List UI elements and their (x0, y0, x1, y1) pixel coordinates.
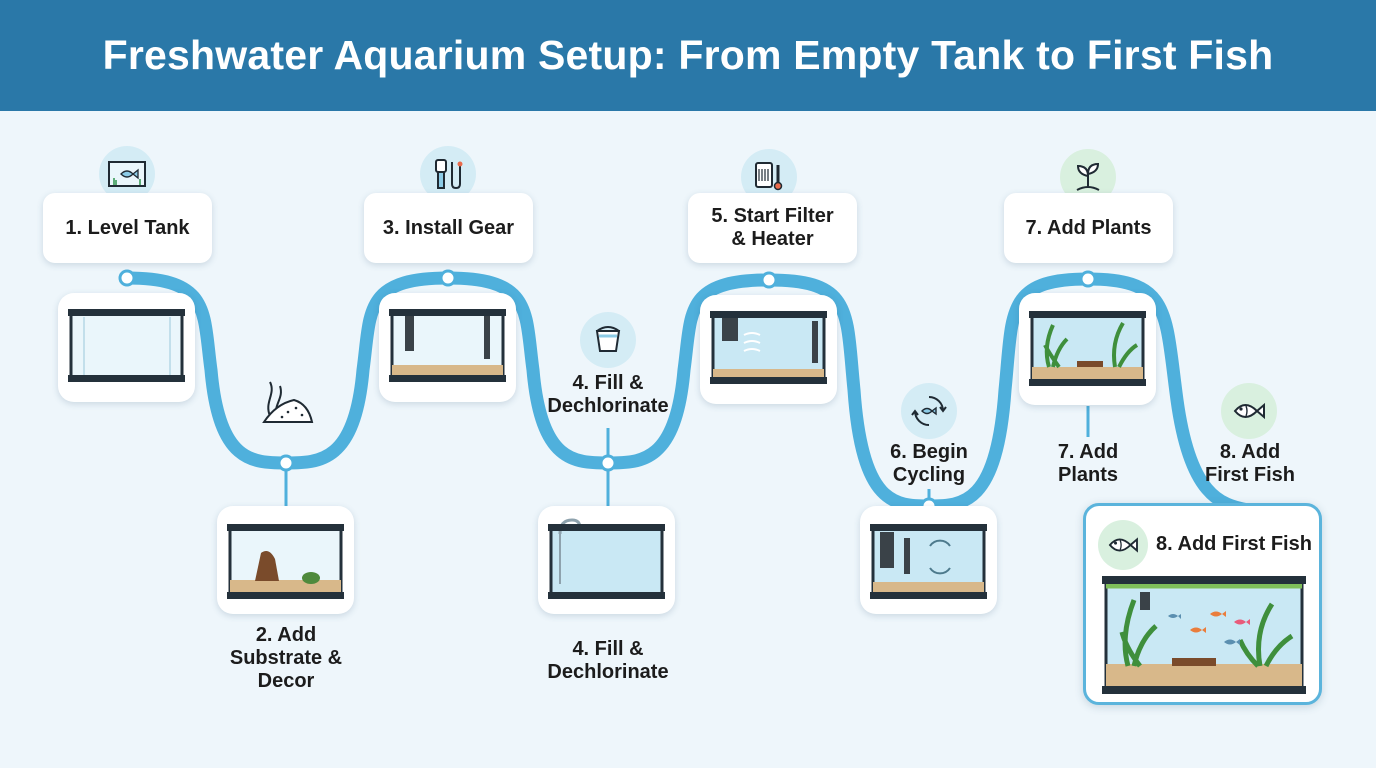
node-s2 (277, 454, 295, 472)
bucket-icon (580, 312, 636, 368)
step-6-label-line2: Cycling (892, 464, 966, 486)
step-2-label-line3: Decor (257, 670, 315, 692)
step-7-label-lower-line2: Plants (1057, 464, 1119, 486)
step-1-tank-card (58, 293, 195, 402)
step-5-label: 5. Start Filter& Heater (688, 193, 857, 263)
step-7-tank-card (1019, 293, 1156, 405)
step-3-label: 3. Install Gear (364, 193, 533, 263)
step-5-label-line1: 5. Start Filter (711, 205, 834, 227)
node-s5 (760, 271, 778, 289)
node-s3 (439, 269, 457, 287)
step-6-label-line1: 6. Begin (890, 441, 968, 463)
step-7-label: 7. Add Plants (1004, 193, 1173, 263)
step-7-label-lower: 7. Add Plants (1008, 441, 1168, 487)
final-tank-illustration (1102, 576, 1306, 694)
step-1-label: 1. Level Tank (43, 193, 212, 263)
step-2-label-line1: 2. Add (255, 624, 317, 646)
node-s4 (599, 454, 617, 472)
node-s1 (118, 269, 136, 287)
node-s7 (1079, 270, 1097, 288)
step-3-tank-card (379, 293, 516, 402)
step-8-final-card: 8. Add First Fish (1083, 503, 1322, 705)
step-4-label-bottom-line1: 4. Fill & (572, 638, 644, 660)
final-fish-icon (1098, 520, 1148, 570)
step-8-label-upper-line2: First Fish (1204, 464, 1295, 486)
step-4-label-bottom: 4. Fill & Dechlorinate (528, 638, 688, 684)
step-6-label: 6. Begin Cycling (849, 441, 1009, 487)
step-5-label-line2: & Heater (731, 228, 814, 250)
step-2-label-line2: Substrate & (229, 647, 343, 669)
cycle-fish-icon (901, 383, 957, 439)
step-7-label-lower-line1: 7. Add (1057, 441, 1119, 463)
step-8-label-upper: 8. Add First Fish (1170, 441, 1330, 487)
step-2-label: 2. Add Substrate & Decor (206, 624, 366, 693)
step-4-label-top-line1: 4. Fill & (572, 372, 644, 394)
header-banner: Freshwater Aquarium Setup: From Empty Ta… (0, 0, 1376, 111)
step-4-label-top: 4. Fill & Dechlorinate (528, 372, 688, 418)
page-title: Freshwater Aquarium Setup: From Empty Ta… (102, 32, 1274, 78)
step-8-label-upper-line1: 8. Add (1219, 441, 1281, 463)
fish-icon (1221, 383, 1277, 439)
step-4-label-bottom-line2: Dechlorinate (547, 661, 669, 683)
filter-heater-icon (420, 146, 476, 202)
step-2-tank-card (217, 506, 354, 614)
step-4-tank-card (538, 506, 675, 614)
step-8-label: 8. Add First Fish (1156, 533, 1312, 555)
substrate-plant-icon (256, 370, 318, 428)
step-4-label-top-line2: Dechlorinate (547, 395, 669, 417)
step-5-tank-card (700, 295, 837, 404)
tank-outline-icon (99, 146, 155, 202)
step-6-tank-card (860, 506, 997, 614)
process-path (120, 271, 1255, 517)
